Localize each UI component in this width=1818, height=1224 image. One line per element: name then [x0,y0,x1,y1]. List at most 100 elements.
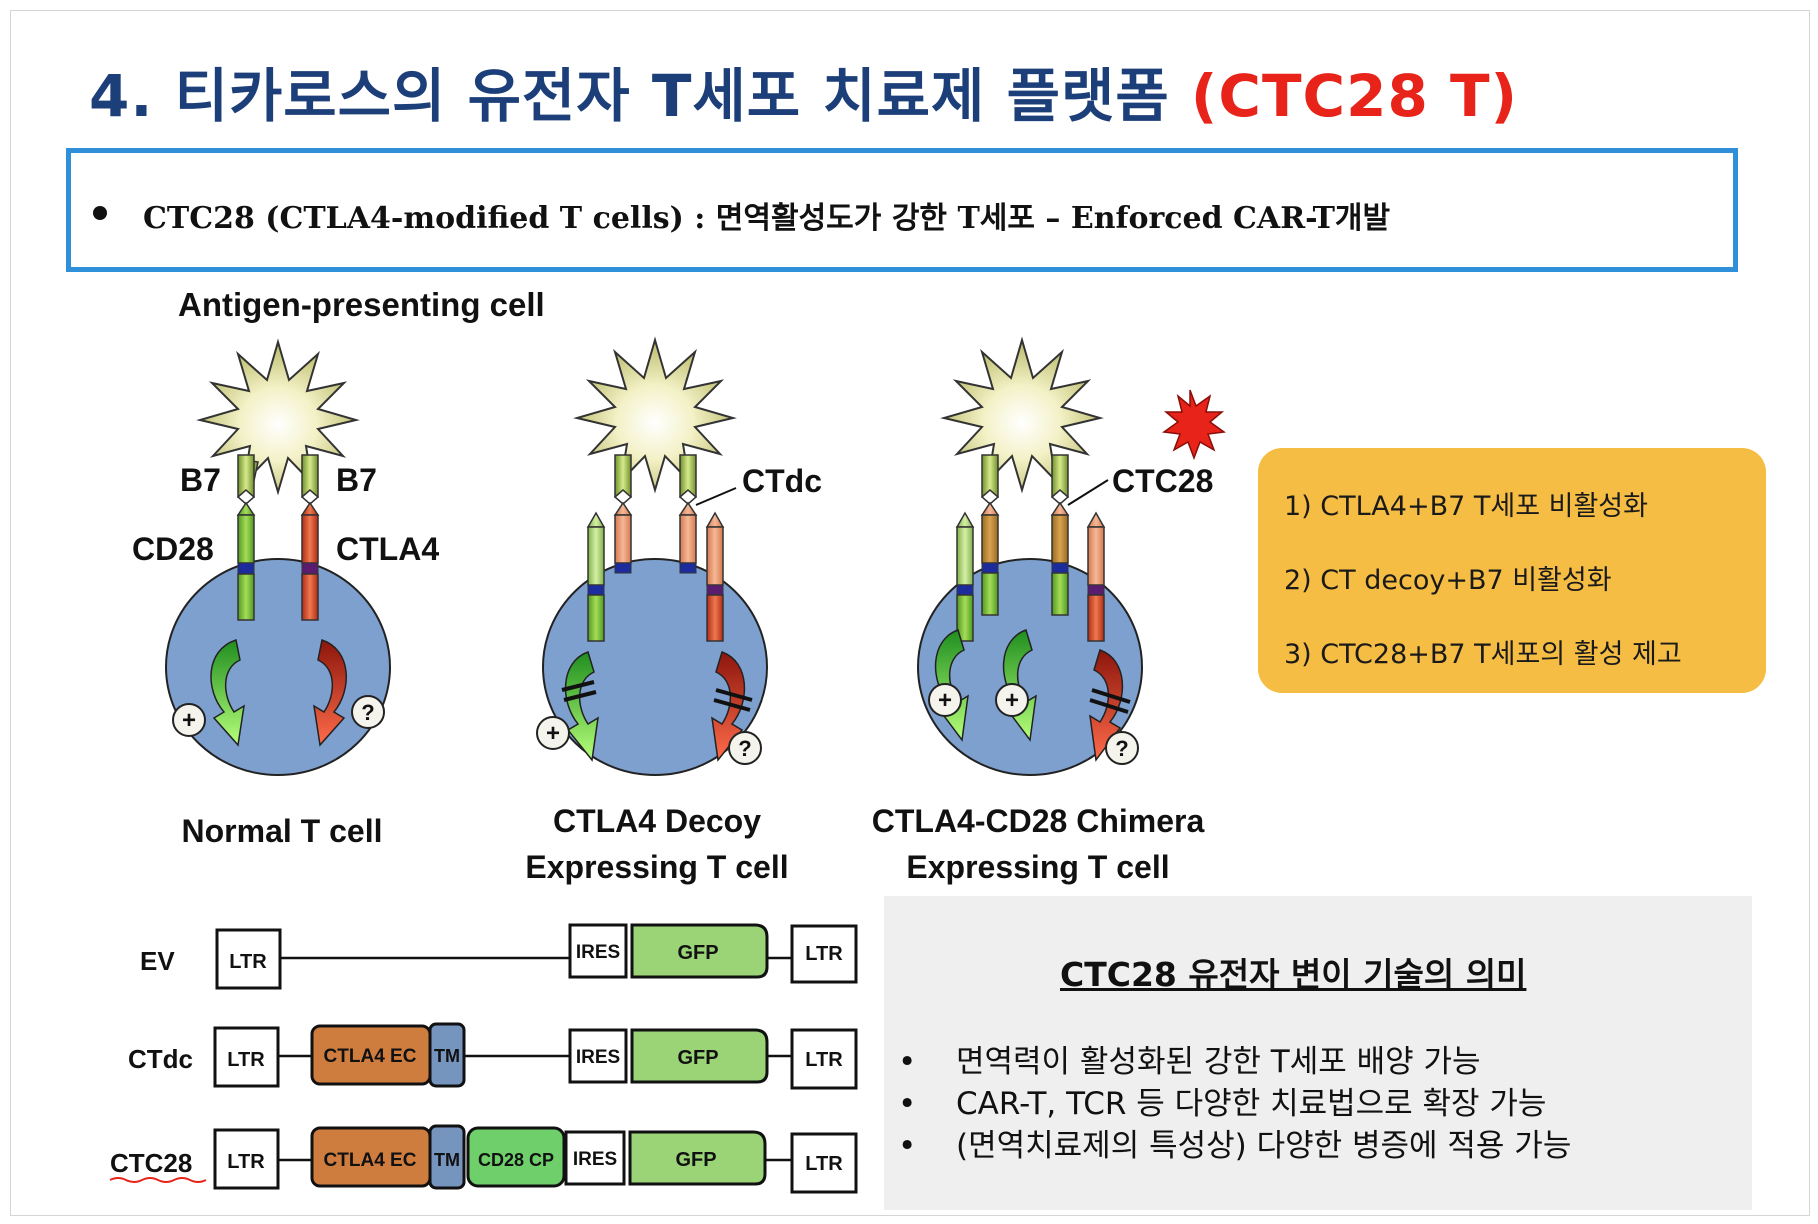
b7-label-left: B7 [180,462,221,498]
chimera-receptor [1051,514,1069,564]
spellcheck-underline [109,1177,207,1183]
ltr-label: LTR [227,1049,265,1071]
plus-icon [995,683,1029,717]
header-box: CTC28 (CTLA4-modified T cells) : 면역활성도가 … [66,148,1738,272]
ctla4-label: CTLA4 [336,531,439,567]
ltr-label: LTR [229,951,267,973]
construct-label: EV [140,946,175,976]
info-item: 2) CT decoy+B7 비활성화 [1284,565,1612,596]
info-item: 1) CTLA4+B7 T세포 비활성화 [1284,491,1648,522]
burst-icon [1162,389,1226,461]
ltr-label: LTR [805,1049,843,1071]
meaning-title: CTC28 유전자 변이 기술의 의미 [1060,955,1527,994]
cell-chimera: + + ? CTC28 CTLA4-CD28 Chimera Expressin… [872,336,1226,885]
tm-label: TM [434,1046,460,1066]
ltr-box [213,1128,280,1190]
construct-label: CTdc [128,1044,193,1074]
plus-sign: + [1005,687,1019,714]
info-box: 1) CTLA4+B7 T세포 비활성화 2) CT decoy+B7 비활성화… [1258,448,1766,693]
plus-icon [928,683,962,717]
bullet-icon: • [898,1044,917,1080]
title-accent: (CTC28 T) [1190,62,1519,130]
ltr-label: LTR [805,943,843,965]
cd28-receptor [587,526,605,586]
meaning-item: • (면역치료제의 특성상) 다양한 병증에 적용 가능 [898,1120,1571,1165]
meaning-item: • 면역력이 활성화된 강한 T세포 배양 가능 [898,1036,1481,1081]
ires-label: IRES [576,1047,620,1068]
bullet-icon: • [898,1086,917,1122]
meaning-item-text: CAR-T, TCR 등 다양한 치료법으로 확장 가능 [956,1086,1547,1122]
cell-name: Expressing T cell [525,849,788,885]
chimera-receptor [981,514,999,564]
ctla4-receptor [1087,526,1105,586]
ctla4-ec-label: CTLA4 EC [324,1046,417,1067]
construct-ev: EV LTR IRES GFP LTR [140,923,858,990]
apc-star [196,338,360,496]
construct-label: CTC28 [110,1148,192,1178]
plus-icon [172,703,206,737]
question-icon [728,731,762,765]
header-box-text: CTC28 (CTLA4-modified T cells) : 면역활성도가 … [143,201,1391,236]
cd28-receptor [956,526,974,586]
page-title: 4. 티카로스의 유전자 T세포 치료제 플랫폼 (CTC28 T) [89,49,1518,133]
ires-box [568,923,628,979]
cell-body [165,558,391,776]
ctc28-pointer-label: CTC28 [1112,463,1213,499]
inhibition-arrow [711,651,746,762]
activation-arrow [210,639,245,747]
meaning-panel: CTC28 유전자 변이 기술의 의미 • 면역력이 활성화된 강한 T세포 배양… [884,896,1752,1210]
cell-decoy: + ? CTdc CTLA4 Decoy Expressing T cell [525,336,822,885]
bullet-icon [93,206,107,220]
cd28-cp-label: CD28 CP [478,1150,554,1170]
question-sign: ? [1115,736,1128,761]
question-icon [351,695,385,729]
cd28-receptor [237,514,255,564]
plus-sign: + [182,707,196,734]
tm-box [428,1022,466,1088]
construct-ctc28: CTC28 LTR CTLA4 EC TM CD28 CP IRES GFP L… [109,1124,858,1194]
info-item: 3) CTC28+B7 T세포의 활성 제고 [1284,639,1682,670]
cd28-label: CD28 [132,531,214,567]
ctla4-receptor [301,514,319,564]
gfp-box [630,1028,769,1084]
tm-label: TM [434,1150,460,1170]
cell-body [917,558,1143,776]
apc-star [940,336,1104,494]
construct-ctdc: CTdc LTR CTLA4 EC TM IRES GFP LTR [128,1022,858,1090]
tm-box [428,1124,466,1190]
question-sign: ? [738,736,751,761]
cell-name: Normal T cell [182,813,383,849]
decoy-receptor [679,514,697,564]
ltr-box [790,1132,858,1194]
ires-box [568,1028,628,1084]
question-sign: ? [361,700,374,725]
apc-star [573,336,737,494]
apc-label: Antigen-presenting cell [178,286,545,323]
gfp-label: GFP [677,1047,718,1069]
cell-name: CTLA4 Decoy [553,803,761,839]
ltr-box [790,924,858,984]
ires-box [564,1130,626,1186]
ires-label: IRES [573,1149,617,1170]
decoy-receptor [614,514,632,564]
ctdc-pointer-label: CTdc [742,463,822,499]
gfp-label: GFP [677,942,718,964]
plus-icon [536,716,570,750]
meaning-item-text: 면역력이 활성화된 강한 T세포 배양 가능 [956,1044,1481,1080]
ltr-label: LTR [805,1153,843,1175]
meaning-item-text: (면역치료제의 특성상) 다양한 병증에 적용 가능 [956,1128,1572,1164]
inhibition-arrow [1089,649,1124,762]
cd28-cp-box [466,1126,566,1188]
inhibition-arrow [313,639,348,747]
title-main: 4. 티카로스의 유전자 T세포 치료제 플랫폼 [89,62,1170,130]
ltr-box [215,928,282,990]
ctla4-receptor [706,526,724,586]
plus-sign: + [546,720,560,747]
question-icon [1105,731,1139,765]
bullet-icon: • [898,1128,917,1164]
plus-sign: + [938,687,952,714]
meaning-item: • CAR-T, TCR 등 다양한 치료법으로 확장 가능 [898,1078,1546,1123]
cell-name: Expressing T cell [906,849,1169,885]
gfp-box [630,923,769,979]
